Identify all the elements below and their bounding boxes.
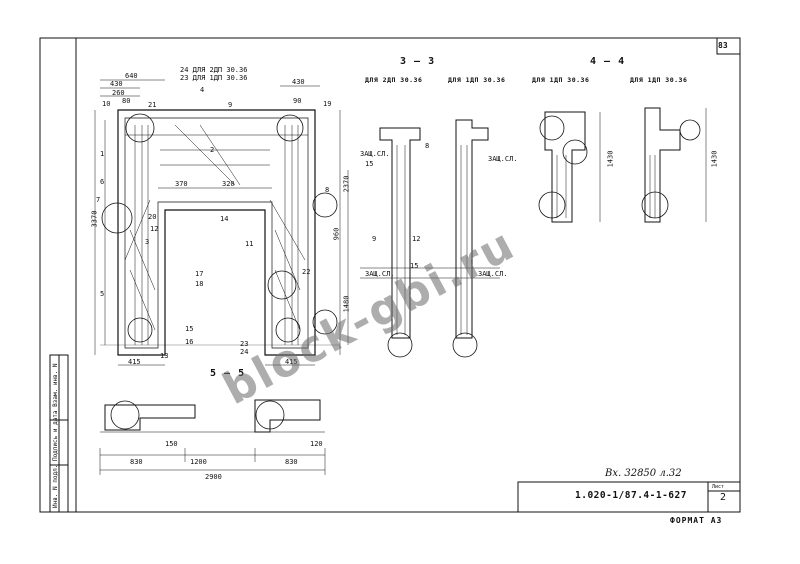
title-block xyxy=(517,481,741,513)
mark-12-a: 12 xyxy=(412,235,421,243)
pos-mark-20: 20 xyxy=(148,213,157,221)
section-3-3 xyxy=(360,119,500,358)
pos-mark-21: 21 xyxy=(148,101,157,109)
pos-mark-10: 10 xyxy=(102,100,111,108)
dim-830-right: 830 xyxy=(285,458,298,466)
page-number-box xyxy=(716,37,741,55)
pos-mark-19: 19 xyxy=(323,100,332,108)
pos-mark-11: 11 xyxy=(245,240,254,248)
dim-320: 320 xyxy=(222,180,235,188)
pos-mark-1: 1 xyxy=(100,150,105,158)
side-stamp-text: Инв. N подл. Подпись и дата Взам. инв. N xyxy=(52,363,59,509)
dim-90: 90 xyxy=(293,97,302,105)
mark-8-a: 8 xyxy=(425,142,430,150)
zas-label-3: ЗАЩ.СЛ. xyxy=(365,270,395,278)
pos-mark-5: 5 xyxy=(100,290,105,298)
sheet-frame xyxy=(39,37,741,513)
pos-mark-17: 17 xyxy=(195,270,204,278)
dim-260: 260 xyxy=(112,89,125,97)
dim-640: 640 xyxy=(125,72,138,80)
pos-mark-2: 2 xyxy=(210,146,215,154)
zas-label-1: ЗАЩ.СЛ. xyxy=(360,150,390,158)
dim-15-a: 15 xyxy=(365,160,374,168)
pos-mark-4: 4 xyxy=(200,86,205,94)
pos-mark-15: 15 xyxy=(185,325,194,333)
main-elevation xyxy=(101,109,338,356)
section-4-4-title: 4 — 4 xyxy=(590,56,626,67)
dim-120: 120 xyxy=(310,440,323,448)
caption-1dp: ДЛЯ 1ДП 30.36 xyxy=(448,76,506,84)
dim-415-right: 415 xyxy=(285,358,298,366)
caption-2dp: ДЛЯ 2ДП 30.36 xyxy=(365,76,423,84)
dim-960: 960 xyxy=(332,227,341,241)
note-top-a: 24 ДЛЯ 2ДП 30.36 xyxy=(180,66,248,74)
dim-830: 830 xyxy=(130,458,143,466)
pos-mark-13: 13 xyxy=(160,352,169,360)
pos-mark-14: 14 xyxy=(220,215,229,223)
dim-3370: 3370 xyxy=(90,210,99,228)
pos-mark-12: 12 xyxy=(150,225,159,233)
dim-370: 370 xyxy=(175,180,188,188)
page-number: 83 xyxy=(718,41,728,50)
section-3-3-title: 3 — 3 xyxy=(400,56,436,67)
dim-1430-right: 1430 xyxy=(710,150,719,168)
note-top-b: 23 ДЛЯ 1ДП 30.36 xyxy=(180,74,248,82)
dim-15-b: 15 xyxy=(410,262,419,270)
pos-mark-24: 24 xyxy=(240,348,249,356)
dim-1200: 1200 xyxy=(190,458,207,466)
dim-415: 415 xyxy=(128,358,141,366)
pos-mark-22: 22 xyxy=(302,268,311,276)
pos-mark-6: 6 xyxy=(100,178,105,186)
mark-9-a: 9 xyxy=(372,235,377,243)
main-dimensions xyxy=(94,79,349,366)
pos-mark-18: 18 xyxy=(195,280,204,288)
section-4-4 xyxy=(538,107,707,223)
inventory-handwritten: Вх. 32850 л.32 xyxy=(605,468,682,479)
sheet-number: 2 xyxy=(720,492,727,503)
zas-label-2: ЗАЩ.СЛ. xyxy=(488,155,518,163)
dim-2370: 2370 xyxy=(342,175,351,193)
dim-2900: 2900 xyxy=(205,473,222,481)
pos-mark-3: 3 xyxy=(145,238,150,246)
pos-mark-23: 23 xyxy=(240,340,249,348)
pos-mark-9: 9 xyxy=(228,101,233,109)
dim-430: 430 xyxy=(110,80,123,88)
sheet-label: Лист xyxy=(712,484,725,490)
dim-430-right: 430 xyxy=(292,78,305,86)
pos-mark-7: 7 xyxy=(96,196,101,204)
caption-1dp-c: ДЛЯ 1ДП 30.36 xyxy=(630,76,688,84)
section-5-5-title: 5 — 5 xyxy=(210,368,246,379)
pos-mark-16: 16 xyxy=(185,338,194,346)
caption-1dp-b: ДЛЯ 1ДП 30.36 xyxy=(532,76,590,84)
dim-150: 150 xyxy=(165,440,178,448)
document-code: 1.020-1/87.4-1-627 xyxy=(575,490,687,501)
dim-1430: 1430 xyxy=(606,150,615,168)
format-label: ФОРМАТ А3 xyxy=(670,516,723,525)
pos-mark-8: 8 xyxy=(325,186,330,194)
section-5-5 xyxy=(99,399,326,475)
dim-80: 80 xyxy=(122,97,131,105)
zas-label-4: ЗАЩ.СЛ. xyxy=(478,270,508,278)
